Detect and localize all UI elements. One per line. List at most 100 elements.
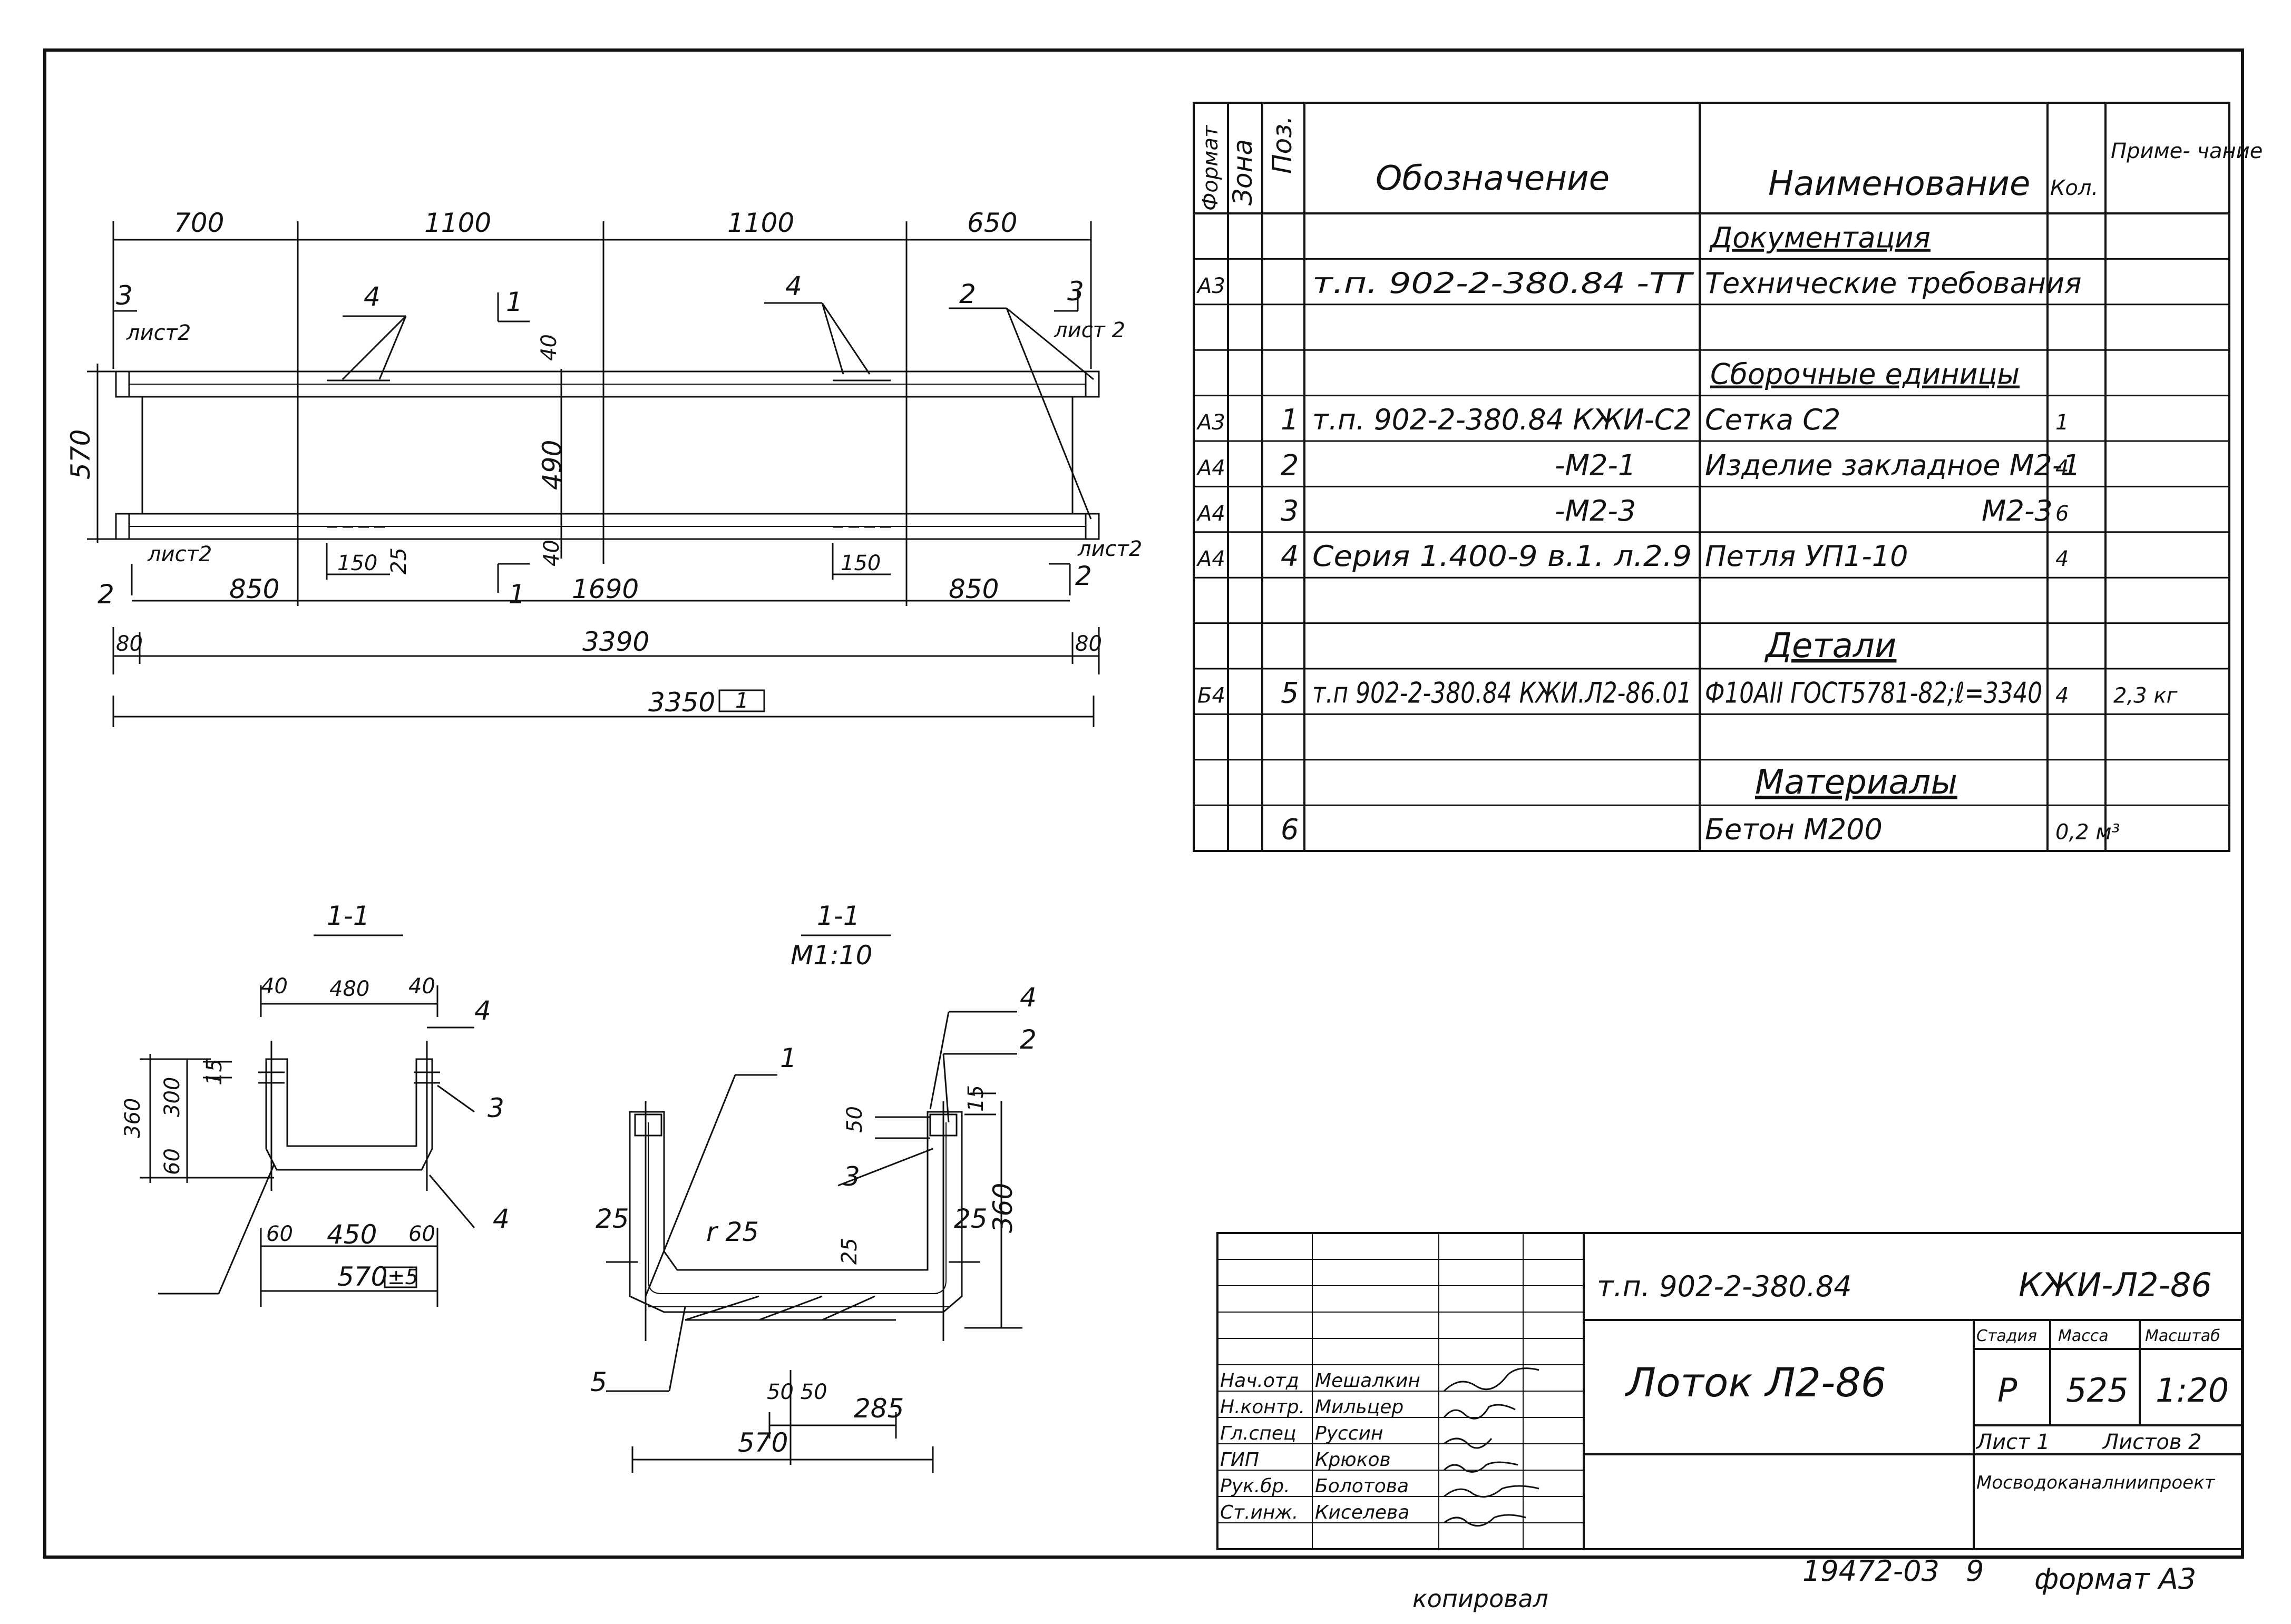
title-block-text: т.п. 902-2-380.84 КЖИ-Л2-86 Лоток Л2-86 … [1597,1266,2229,1493]
footer-copied: копировал [1412,1584,1548,1613]
title-block-grid [1216,1232,2244,1550]
l-section-scale: M1:10 [791,940,872,971]
spec-cell-designation: т.п 902-2-380.84 КЖИ.Л2-86.01 [1312,676,1692,709]
staff-role: Н.контр. [1220,1396,1305,1418]
s-pos-3: 3 [488,1093,504,1123]
sheet2-ref-bl: лист2 [147,542,212,566]
dim-1690: 1690 [572,574,639,604]
pos-4-right-label: 4 [785,271,802,301]
spec-cell-name: М2-3 [1982,494,2053,527]
staff-role: ГИП [1220,1449,1259,1471]
spec-cell-name: Детали [1764,627,1896,666]
dim-850-left: 850 [229,574,279,604]
section-small-labels: 1-1 40 480 40 4 3 4 360 300 60 15 60 450… [121,901,510,1292]
s-h300: 300 [160,1077,184,1117]
s-b60-left: 60 [266,1222,293,1246]
dim-25: 25 [387,547,411,574]
pos-4-left-label: 4 [364,281,381,312]
section-1-bottom-label: 1 [509,579,525,610]
spec-cell-designation: Серия 1.400-9 в.1. л.2.9 [1312,540,1692,573]
dim-3350: 3350 [648,687,715,718]
section-2-left-label: 2 [98,579,114,610]
spec-cell-pos: 5 [1281,676,1299,709]
s-b450: 450 [327,1219,377,1250]
spec-header-name: Наименование [1768,164,2030,203]
spec-header-format: Формат [1198,124,1223,211]
l-section-title: 1-1 [817,901,860,931]
spec-table-header: Формат Зона Поз. Обозначение Наименовани… [1198,115,2263,211]
spec-cell-format: А4 [1196,502,1225,526]
spec-cell-qty: 4 [2055,547,2069,571]
s-b570-box [384,1266,417,1288]
section-large [606,934,1022,1473]
tb-title: Лоток Л2-86 [1624,1359,1886,1406]
l-d360: 360 [988,1183,1018,1233]
dim-1100-a: 1100 [424,208,491,238]
section-2-right-label: 2 [1075,561,1092,591]
l-d25-right: 25 [954,1204,988,1234]
tb-mass-label: Масса [2058,1327,2109,1345]
l-d285: 285 [854,1393,904,1424]
l-pos-1: 1 [780,1043,797,1073]
staff-name: Болотова [1315,1475,1409,1497]
footer-inventory: 19472-03 [1802,1554,1939,1588]
s-w480: 480 [329,977,369,1001]
s-b570: 570 [337,1261,387,1292]
s-h15: 15 [202,1059,227,1085]
tb-sheets: Листов 2 [2102,1430,2202,1454]
spec-cell-name: Документация [1709,221,1931,254]
s-h360: 360 [121,1098,145,1138]
spec-cell-name: Сетка С2 [1705,403,1840,436]
tb-scale-label: Масштаб [2145,1327,2220,1345]
l-pos-4: 4 [1020,982,1037,1013]
plan-labels: 700 1100 1100 650 3 лист2 4 1 4 2 3 лист… [65,208,1142,718]
dim-3390: 3390 [582,627,649,657]
spec-cell-format: А3 [1196,274,1225,298]
tb-org: Мосводоканалниипроект [1976,1472,2216,1493]
s-b60-right: 60 [408,1222,435,1246]
s-b570-tolerance: ±5 [387,1265,418,1289]
spec-header-qty: Кол. [2050,176,2098,200]
dim-3350-box: 1 [735,689,748,713]
dim-700: 700 [174,208,224,238]
section-large-labels: 1-1 M1:10 1 4 2 3 5 50 15 25 25 r 25 25 … [590,901,1037,1458]
tb-scale: 1:20 [2156,1371,2229,1410]
spec-cell-pos: 1 [1281,403,1299,436]
dim-490: 490 [537,440,568,490]
dim-80-left: 80 [116,632,143,656]
staff-name: Мильцер [1315,1396,1403,1418]
tb-stage-label: Стадия [1976,1327,2037,1345]
plan-view [87,221,1100,727]
spec-cell-designation: -М2-3 [1555,494,1636,527]
spec-cell-format: А4 [1196,547,1225,571]
spec-cell-format: А4 [1196,456,1225,480]
staff-role: Нач.отд [1220,1370,1299,1392]
dim-150-left: 150 [337,551,377,575]
spec-cell-qty: 4 [2055,683,2069,708]
spec-cell-qty: 1 [2055,410,2069,435]
staff-role: Ст.инж. [1220,1502,1298,1523]
staff-role: Гл.спец [1220,1423,1296,1444]
s-pos-4-bottom: 4 [493,1204,510,1234]
dim-1100-b: 1100 [727,208,794,238]
l-r25: r 25 [706,1217,759,1247]
spec-cell-name: Материалы [1755,763,1957,802]
staff-role: Рук.бр. [1220,1475,1290,1497]
spec-cell-format: Б4 [1197,683,1225,708]
sheet-frame [43,48,2244,1559]
spec-header-designation: Обозначение [1376,159,1610,198]
spec-cell-designation: т.п. 902-2-380.84 -ТТ [1312,267,1694,300]
l-pos-2: 2 [1020,1024,1037,1055]
sheet2-ref-tl: лист2 [126,321,191,345]
footer: копировал 19472-03 9 формат А3 [1412,1554,2196,1613]
spec-header-note: Приме- чание [2111,139,2263,163]
staff-name: Руссин [1315,1423,1383,1444]
l-pos-3: 3 [843,1161,860,1192]
dim-80-right: 80 [1075,632,1102,656]
sheet2-ref-br: лист2 [1077,537,1142,561]
tb-code: т.п. 902-2-380.84 [1597,1270,1852,1303]
section-small-title: 1-1 [327,901,370,931]
dim-40-bottom: 40 [540,540,564,566]
spec-cell-name: Технические требования [1705,267,2082,300]
